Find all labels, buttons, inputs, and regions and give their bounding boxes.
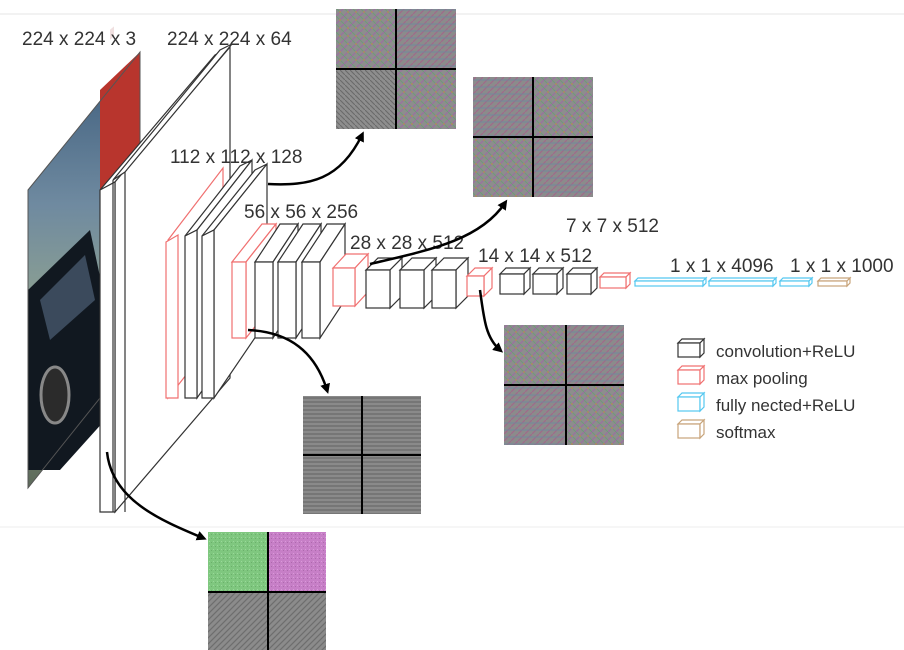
feature-map-conv2	[336, 9, 456, 129]
label-conv4-dims: 28 x 28 x 512	[350, 233, 464, 254]
legend-item-conv: convolution+ReLU	[676, 337, 855, 361]
arrows	[105, 131, 508, 541]
pool5-layer	[598, 271, 632, 290]
arrow-conv5-to-map	[478, 289, 504, 353]
arrow-conv1-to-map	[105, 451, 207, 541]
label-conv5-dims: 14 x 14 x 512	[478, 246, 592, 267]
label-fc1-dims: 1 x 1 x 4096	[670, 256, 774, 277]
fc-layers	[633, 276, 814, 288]
legend-item-softmax: softmax	[676, 418, 776, 442]
conv4-layers	[331, 252, 470, 310]
label-input-dims: 224 x 224 x 3	[22, 29, 136, 50]
feature-map-conv5	[504, 325, 624, 445]
conv3-layers	[230, 221, 347, 341]
feature-map-conv4	[473, 77, 593, 197]
conv2-layers	[165, 158, 268, 400]
legend-label-conv: convolution+ReLU	[716, 342, 855, 361]
legend-item-fc: fully nected+ReLU	[676, 391, 855, 415]
label-fc3-dims: 1 x 1 x 1000	[790, 256, 894, 277]
feature-map-conv1	[208, 532, 326, 650]
legend-item-pool: max pooling	[676, 364, 808, 388]
legend-label-fc: fully nected+ReLU	[716, 396, 855, 415]
label-conv1-dims: 224 x 224 x 64	[167, 29, 292, 50]
feature-map-conv3	[303, 396, 421, 514]
label-conv2-dims: 112 x 112 x 128	[170, 147, 302, 168]
label-conv3-dims: 56 x 56 x 256	[244, 202, 358, 223]
legend-label-softmax: softmax	[716, 423, 776, 442]
legend-label-pool: max pooling	[716, 369, 808, 388]
arrow-conv3-to-map	[247, 328, 330, 394]
conv5-layers	[465, 266, 599, 298]
softmax-layer	[816, 276, 852, 288]
arrow-conv4-to-map	[369, 199, 508, 266]
legend: convolution+ReLU max pooling fully necte…	[676, 337, 855, 442]
arrow-conv2-to-map	[267, 131, 364, 186]
label-pool5-dims: 7 x 7 x 512	[566, 216, 659, 237]
